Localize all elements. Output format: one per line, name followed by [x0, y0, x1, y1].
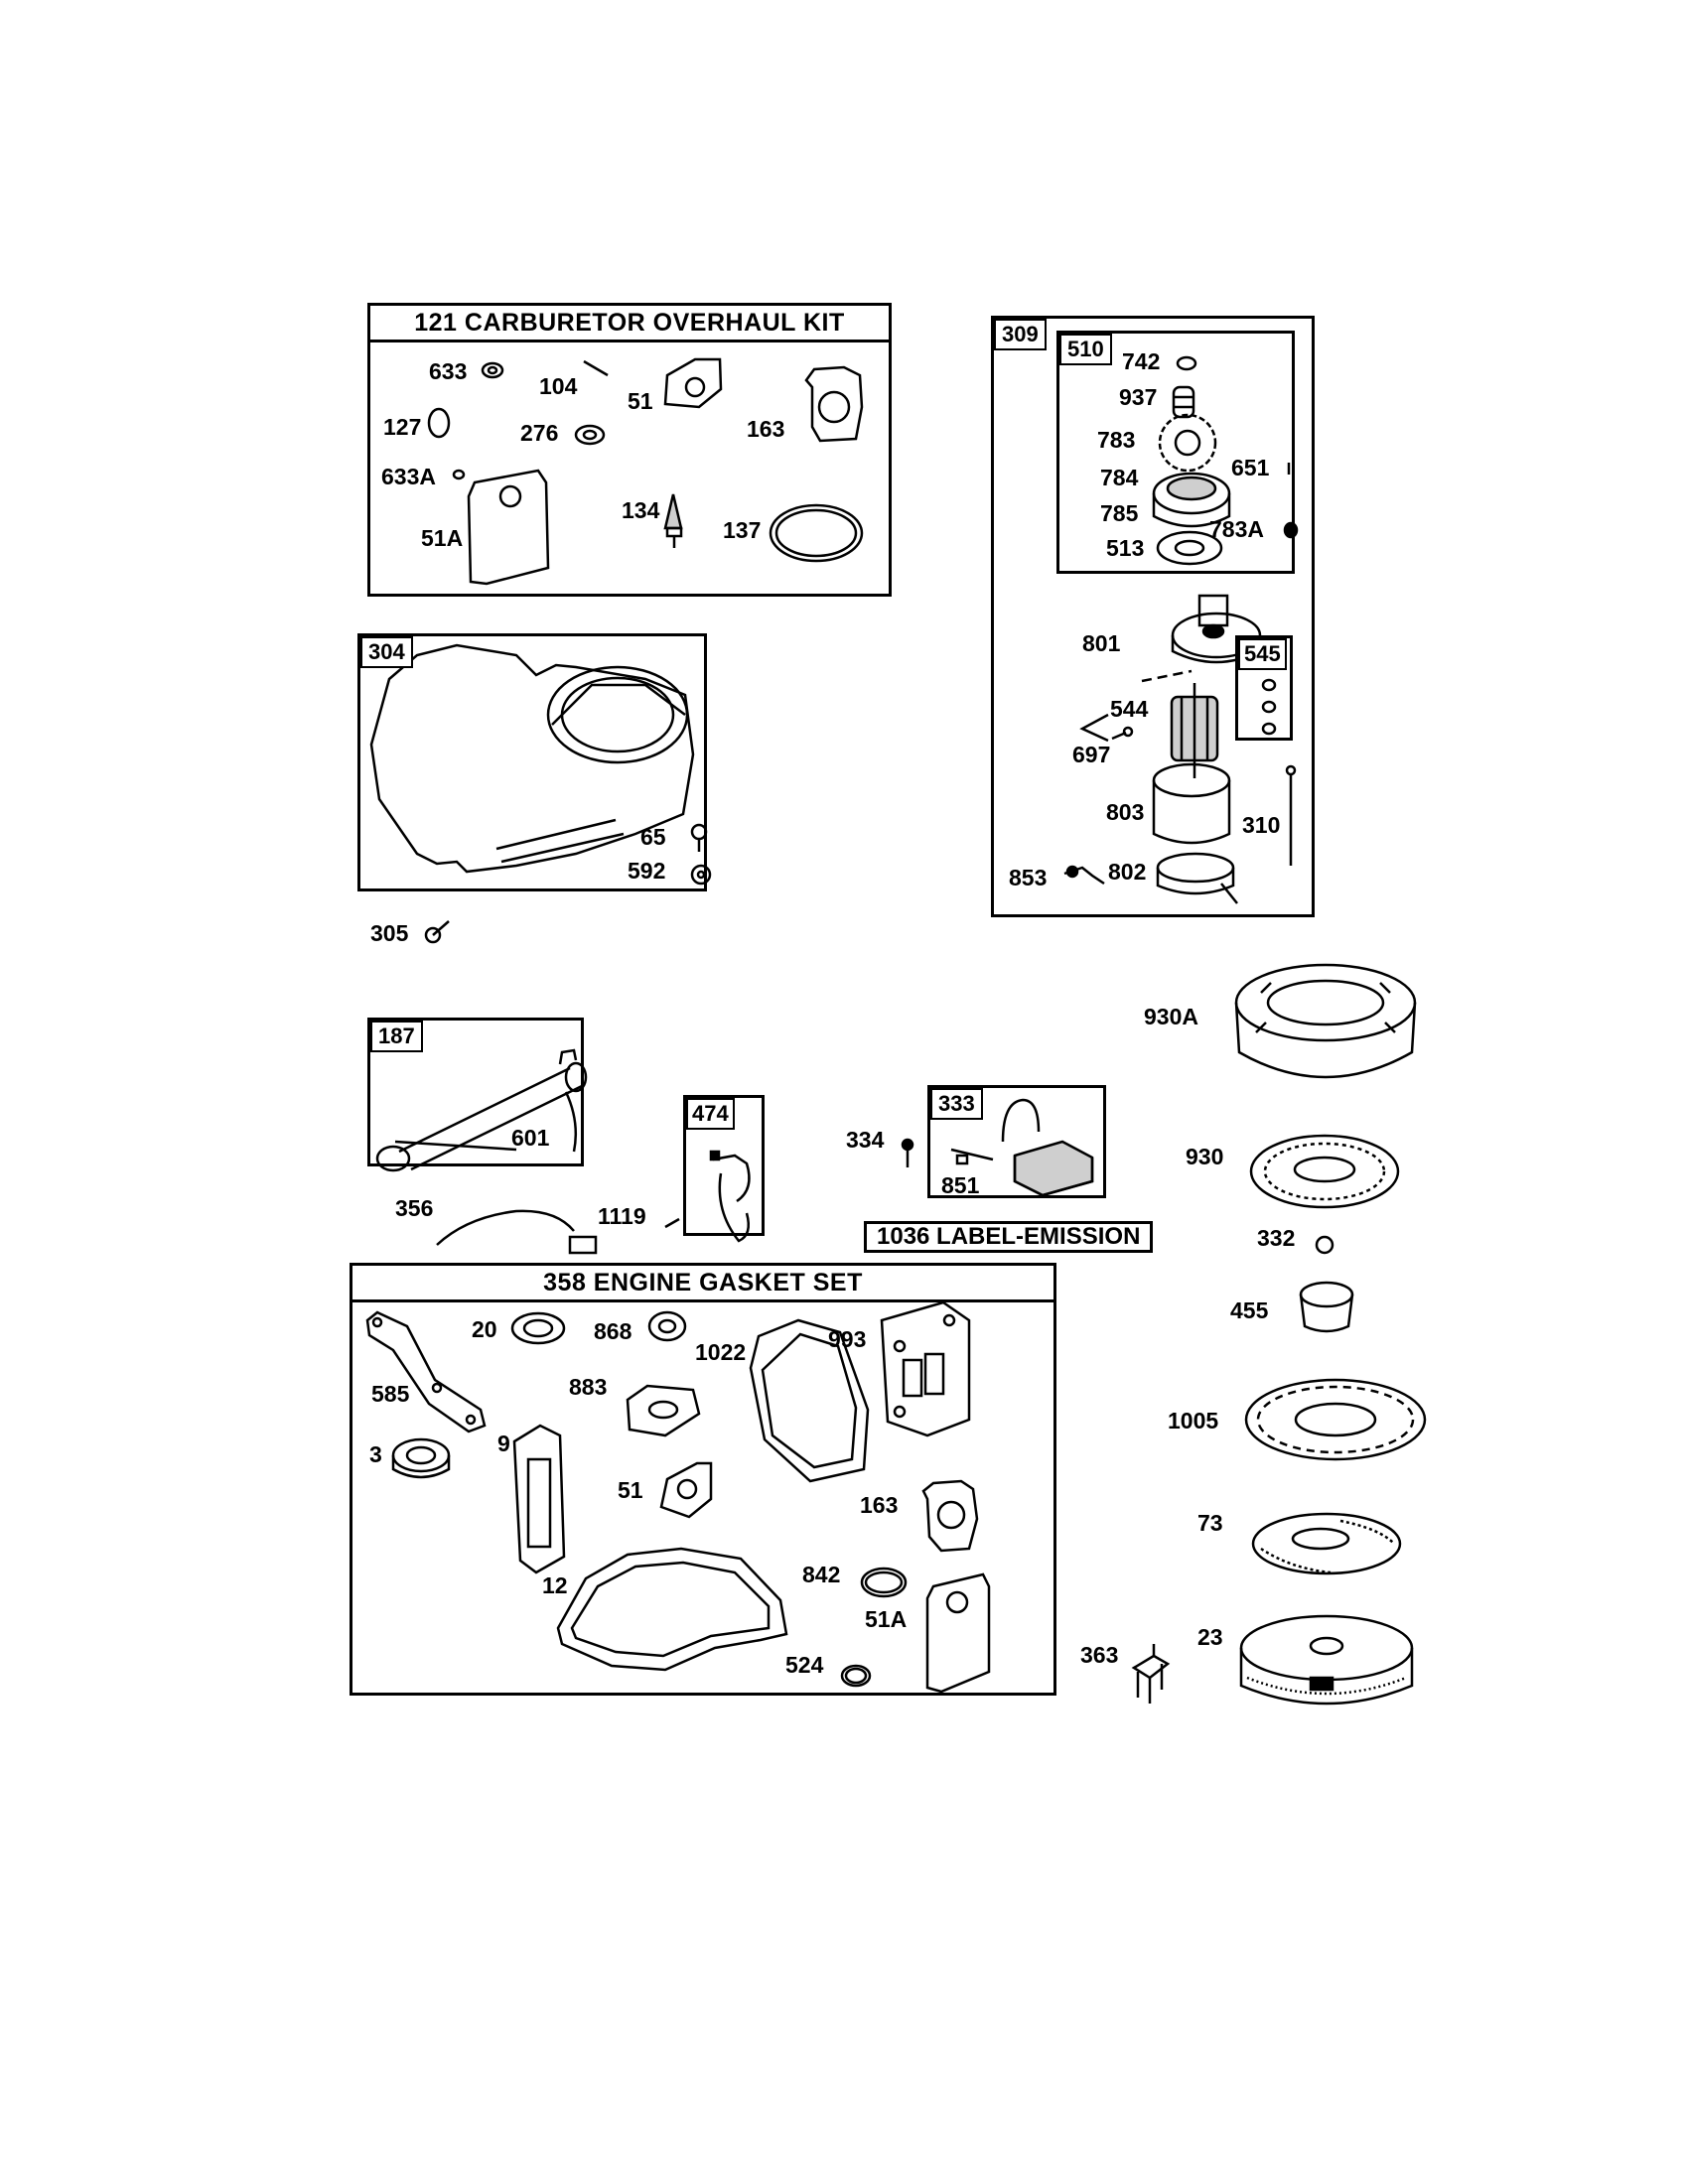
clip-1119-icon	[664, 1217, 680, 1229]
part-363: 363	[1080, 1642, 1119, 1668]
gasket-part-993: 993	[828, 1326, 867, 1352]
tag-545: 545	[1238, 638, 1287, 670]
gasket-part-51: 51	[618, 1477, 643, 1503]
part-930: 930	[1186, 1144, 1224, 1169]
label-emission-box: 1036 LABEL-EMISSION	[864, 1221, 1154, 1253]
tube-panel: 187	[367, 1018, 584, 1166]
part-137: 137	[723, 517, 762, 543]
carburetor-kit-title: 121 CARBURETOR OVERHAUL KIT	[370, 306, 889, 342]
part-633a: 633A	[381, 464, 436, 489]
part-356: 356	[395, 1195, 434, 1221]
part-163: 163	[747, 416, 785, 442]
part-783: 783	[1097, 427, 1136, 453]
gasket-part-51a: 51A	[865, 1606, 908, 1632]
blower-housing-panel: 304	[357, 633, 707, 891]
part-851: 851	[941, 1172, 980, 1198]
nut-332-icon	[1315, 1235, 1334, 1255]
part-783a: 783A	[1209, 516, 1264, 542]
part-305: 305	[370, 920, 409, 946]
fan-1005-icon	[1244, 1378, 1427, 1461]
wire-356-icon	[436, 1209, 598, 1255]
part-513: 513	[1106, 535, 1145, 561]
part-332: 332	[1257, 1225, 1296, 1251]
tag-187: 187	[370, 1021, 423, 1052]
part-134: 134	[622, 497, 660, 523]
tag-333: 333	[930, 1088, 983, 1120]
gasket-part-12: 12	[542, 1572, 568, 1598]
part-23: 23	[1197, 1624, 1223, 1650]
gasket-part-3: 3	[369, 1441, 382, 1467]
tag-309: 309	[994, 319, 1047, 350]
part-51: 51	[628, 388, 653, 414]
part-65: 65	[640, 824, 666, 850]
part-104: 104	[539, 373, 578, 399]
part-276: 276	[520, 420, 559, 446]
brush-panel: 545	[1235, 635, 1293, 741]
cup-455-icon	[1299, 1281, 1354, 1333]
part-633: 633	[429, 358, 468, 384]
part-853: 853	[1009, 865, 1048, 890]
part-697: 697	[1072, 742, 1111, 767]
part-127: 127	[383, 414, 422, 440]
part-785: 785	[1100, 500, 1139, 526]
tag-510: 510	[1059, 334, 1112, 365]
part-592: 592	[628, 858, 666, 884]
starter-drive-panel: 510	[1056, 331, 1295, 574]
part-601: 601	[511, 1125, 550, 1151]
gasket-part-20: 20	[472, 1316, 497, 1342]
gasket-part-524: 524	[785, 1652, 824, 1678]
starter-panel: 309	[991, 316, 1315, 917]
screw-334-icon	[901, 1138, 914, 1167]
carburetor-kit-panel: 121 CARBURETOR OVERHAUL KIT	[367, 303, 892, 597]
part-73: 73	[1197, 1510, 1223, 1536]
gasket-part-1022: 1022	[695, 1339, 747, 1365]
engine-gasket-panel: 358 ENGINE GASKET SET	[350, 1263, 1056, 1696]
part-937: 937	[1119, 384, 1158, 410]
part-1119: 1119	[598, 1203, 646, 1229]
part-544: 544	[1110, 696, 1149, 722]
flywheel-23-icon	[1239, 1614, 1414, 1706]
screen-930a-icon	[1234, 963, 1417, 1079]
part-930a: 930A	[1144, 1004, 1198, 1029]
part-742: 742	[1122, 348, 1161, 374]
part-51a: 51A	[421, 525, 464, 551]
screen-930-icon	[1249, 1134, 1400, 1209]
harness-panel: 474	[683, 1095, 765, 1236]
part-455: 455	[1230, 1297, 1269, 1323]
part-1005: 1005	[1168, 1408, 1219, 1433]
gasket-part-9: 9	[497, 1431, 510, 1456]
part-802: 802	[1108, 859, 1147, 885]
screw-305-icon	[424, 920, 450, 944]
part-334: 334	[846, 1127, 885, 1153]
part-784: 784	[1100, 465, 1139, 490]
tag-474: 474	[686, 1098, 735, 1130]
ignition-module-panel: 333	[927, 1085, 1106, 1198]
screen-73-icon	[1251, 1512, 1402, 1575]
gasket-part-163: 163	[860, 1492, 899, 1518]
tag-304: 304	[360, 636, 413, 668]
part-651: 651	[1231, 455, 1270, 480]
part-803: 803	[1106, 799, 1145, 825]
gasket-part-842: 842	[802, 1562, 841, 1587]
gasket-part-868: 868	[594, 1318, 632, 1344]
part-310: 310	[1242, 812, 1281, 838]
bracket-363-icon	[1131, 1644, 1171, 1704]
gasket-part-883: 883	[569, 1374, 608, 1400]
engine-gasket-title: 358 ENGINE GASKET SET	[352, 1266, 1053, 1302]
gasket-part-585: 585	[371, 1381, 410, 1407]
part-801: 801	[1082, 630, 1121, 656]
